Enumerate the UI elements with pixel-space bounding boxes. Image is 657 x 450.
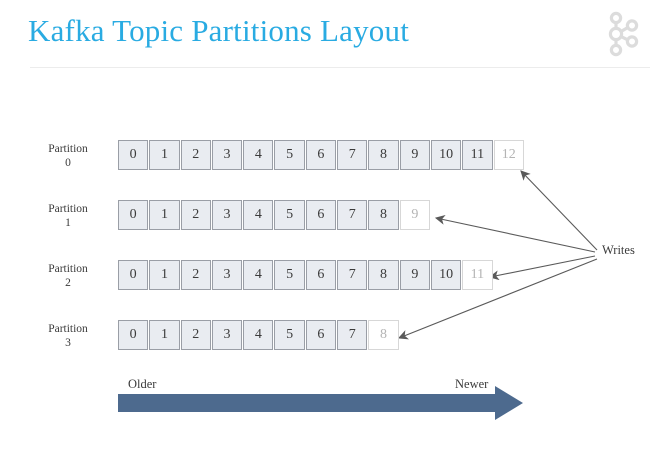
offset-cell: 1 — [149, 140, 180, 170]
offset-cell: 1 — [149, 200, 180, 230]
offset-cell: 5 — [274, 260, 305, 290]
partition-label-name: Partition — [48, 323, 88, 335]
partition-label-name: Partition — [48, 203, 88, 215]
offset-cell: 0 — [118, 200, 149, 230]
newer-label: Newer — [455, 377, 489, 391]
offset-cell: 2 — [180, 200, 211, 230]
next-offset-cell: 9 — [399, 200, 430, 230]
next-offset-cell: 8 — [368, 320, 399, 350]
offset-cell: 10 — [430, 140, 462, 170]
offset-cell: 4 — [243, 260, 274, 290]
offset-cell: 3 — [211, 320, 243, 350]
offset-cell: 0 — [118, 140, 149, 170]
page-title: Kafka Topic Partitions Layout — [28, 13, 410, 48]
offset-cell: 8 — [368, 200, 399, 230]
partition-label-index: 3 — [65, 337, 71, 349]
partition-label: Partition 1 — [28, 202, 108, 230]
older-label: Older — [128, 377, 157, 391]
offset-cell: 0 — [118, 320, 149, 350]
offset-cell: 2 — [180, 320, 211, 350]
offset-cell: 3 — [211, 200, 243, 230]
title-divider — [30, 67, 650, 68]
offset-cell: 2 — [180, 260, 211, 290]
offset-cell: 5 — [274, 140, 305, 170]
offset-cell: 4 — [243, 200, 274, 230]
partition-label-name: Partition — [48, 263, 88, 275]
offset-cell: 8 — [368, 140, 399, 170]
partition-cells: 0 1 2 3 4 5 6 7 8 9 — [118, 200, 431, 230]
offset-cell: 5 — [274, 320, 305, 350]
offset-cell: 6 — [305, 140, 337, 170]
partition-label-index: 1 — [65, 217, 71, 229]
partition-label-index: 0 — [65, 157, 71, 169]
offset-cell: 7 — [337, 260, 368, 290]
offset-cell: 4 — [243, 320, 274, 350]
offset-cell: 0 — [118, 260, 149, 290]
partition-cells: 0 1 2 3 4 5 6 7 8 9 10 11 12 — [118, 140, 525, 170]
kafka-logo-icon — [608, 11, 639, 57]
offset-cell: 8 — [368, 260, 399, 290]
offset-cell: 9 — [399, 260, 430, 290]
offset-cell: 1 — [149, 320, 180, 350]
offset-cell: 1 — [149, 260, 180, 290]
partition-label-name: Partition — [48, 143, 88, 155]
next-offset-cell: 11 — [462, 260, 493, 290]
partition-label: Partition 2 — [28, 262, 108, 290]
offset-cell: 5 — [274, 200, 305, 230]
offset-cell: 6 — [305, 200, 337, 230]
offset-cell: 10 — [430, 260, 462, 290]
offset-cell: 3 — [211, 140, 243, 170]
offset-cell: 7 — [337, 200, 368, 230]
partition-label: Partition 3 — [28, 322, 108, 350]
offset-cell: 6 — [305, 260, 337, 290]
next-offset-cell: 12 — [493, 140, 524, 170]
partition-label-index: 2 — [65, 277, 71, 289]
offset-cell: 11 — [462, 140, 493, 170]
offset-cell: 7 — [337, 140, 368, 170]
offset-cell: 4 — [243, 140, 274, 170]
offset-cell: 6 — [305, 320, 337, 350]
offset-cell: 9 — [399, 140, 430, 170]
writes-label: Writes — [602, 243, 635, 257]
offset-cell: 2 — [180, 140, 211, 170]
partition-cells: 0 1 2 3 4 5 6 7 8 9 10 11 — [118, 260, 494, 290]
partition-cells: 0 1 2 3 4 5 6 7 8 — [118, 320, 400, 350]
offset-cell: 3 — [211, 260, 243, 290]
partition-label: Partition 0 — [28, 142, 108, 170]
offset-cell: 7 — [337, 320, 368, 350]
